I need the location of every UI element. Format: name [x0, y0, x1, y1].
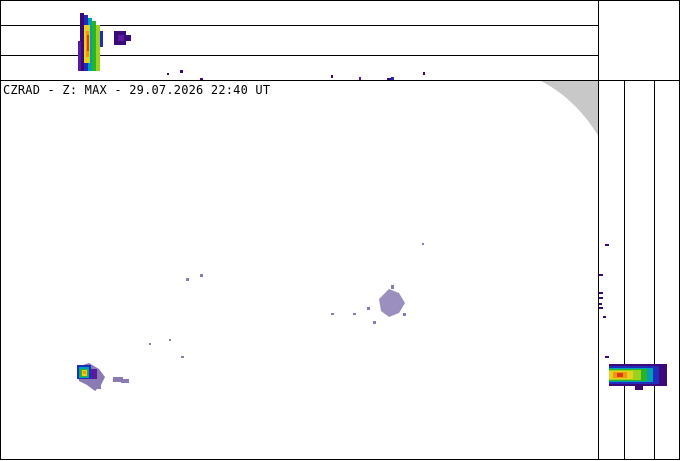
- corner-box: [598, 0, 680, 81]
- echo-cell: [91, 369, 97, 379]
- echo-cell: [331, 313, 334, 315]
- echo-cell: [599, 292, 603, 294]
- echo-cell: [359, 77, 361, 80]
- echo-cell: [373, 321, 376, 324]
- echo-cell: [83, 371, 86, 374]
- echo-cell: [121, 379, 129, 383]
- echo-cell: [599, 274, 603, 276]
- echo-cell: [113, 377, 123, 382]
- echo-cell: [599, 307, 603, 309]
- echo-cell: [118, 35, 124, 41]
- echo-cell: [387, 78, 391, 81]
- coverage-edge: [541, 81, 599, 137]
- radar-plan-view: [77, 81, 599, 391]
- side-cross-section-panel: [598, 80, 680, 460]
- echo-cell: [87, 35, 89, 51]
- echo-cell: [200, 274, 203, 277]
- side-cross-section-echoes: [599, 244, 667, 390]
- echo-cell: [599, 303, 602, 305]
- echo-cell: [180, 70, 183, 73]
- echo-cell: [422, 243, 424, 245]
- echo-cell: [605, 244, 609, 246]
- echo-cell: [93, 381, 101, 389]
- echo-cell: [423, 72, 425, 75]
- echo-cell: [599, 297, 603, 299]
- echo-cell: [96, 25, 100, 71]
- echo-cell: [92, 21, 96, 71]
- side-panel-gridline: [654, 81, 655, 459]
- echo-cell: [379, 289, 405, 317]
- echo-cell: [200, 78, 203, 81]
- echo-cell: [167, 73, 169, 75]
- echo-cell: [181, 356, 184, 358]
- echo-cell: [100, 31, 103, 47]
- echo-cell: [635, 386, 643, 390]
- echo-cell: [605, 356, 609, 358]
- top-panel-gridline: [1, 25, 598, 26]
- echo-cell: [403, 313, 406, 316]
- echo-cell: [353, 313, 356, 315]
- echo-cell: [331, 75, 333, 78]
- side-panel-gridline: [624, 81, 625, 459]
- product-title: CZRAD - Z: MAX - 29.07.2026 22:40 UT: [3, 83, 271, 97]
- top-panel-gridline: [1, 55, 598, 56]
- echo-cell: [186, 278, 189, 281]
- echo-cell: [80, 13, 84, 71]
- echo-cell: [603, 316, 606, 318]
- echo-cell: [126, 35, 131, 41]
- echo-cell: [169, 339, 171, 341]
- top-cross-section-echoes: [78, 13, 425, 81]
- max-reflectivity-map: CZRAD - Z: MAX - 29.07.2026 22:40 UT: [0, 80, 599, 460]
- echo-cell: [367, 307, 370, 310]
- echo-cell: [391, 285, 394, 289]
- echo-cell: [391, 77, 394, 81]
- top-cross-section-panel: [0, 0, 599, 81]
- echo-cell: [149, 343, 151, 345]
- echo-cell: [617, 373, 623, 377]
- echo-cell: [78, 41, 81, 71]
